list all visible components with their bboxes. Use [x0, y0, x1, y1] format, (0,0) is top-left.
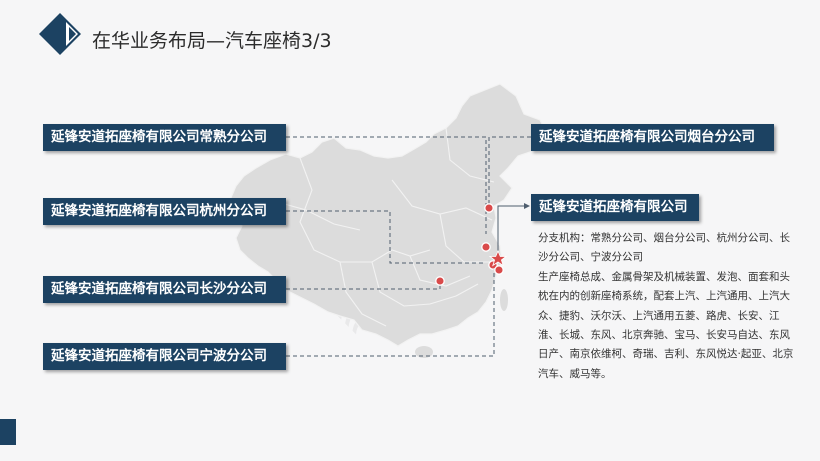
logo-diamond-icon [39, 13, 81, 55]
marker-yantai [484, 203, 494, 213]
company-description: 分支机构：常熟分公司、烟台分公司、杭州分公司、长沙分公司、宁波分公司 生产座椅总… [538, 229, 800, 384]
office-label-headquarters: 延锋安道拓座椅有限公司 [531, 194, 699, 221]
province-borders [269, 127, 495, 327]
marker-changsha [435, 276, 445, 286]
hq-arrow-icon [497, 203, 530, 258]
branch-list: 分支机构：常熟分公司、烟台分公司、杭州分公司、长沙分公司、宁波分公司 [538, 232, 790, 264]
hq-star-icon [488, 249, 508, 267]
china-outline [229, 83, 549, 347]
taiwan-island [500, 289, 508, 311]
marker-changshu [481, 242, 491, 252]
corner-tab [0, 419, 16, 445]
product-description: 生产座椅总成、金属骨架及机械装置、发泡、面套和头枕在内的创新座椅系统，配套上汽、… [538, 270, 794, 380]
office-label-yantai: 延锋安道拓座椅有限公司烟台分公司 [531, 124, 774, 151]
office-label-hangzhou: 延锋安道拓座椅有限公司杭州分公司 [43, 198, 286, 225]
office-label-changsha: 延锋安道拓座椅有限公司长沙分公司 [43, 276, 286, 303]
hainan-island [415, 346, 433, 358]
office-label-ningbo: 延锋安道拓座椅有限公司宁波分公司 [43, 343, 286, 370]
city-markers [435, 203, 508, 286]
office-label-changshu: 延锋安道拓座椅有限公司常熟分公司 [43, 124, 286, 151]
slide-title: 在华业务布局—汽车座椅3/3 [92, 30, 332, 52]
connector-lines [286, 136, 531, 357]
marker-ningbo [494, 265, 504, 275]
